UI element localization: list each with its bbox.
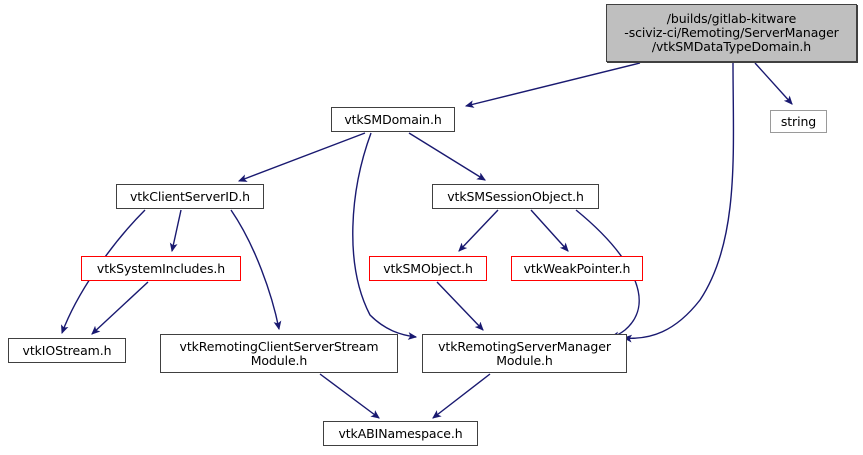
graph-edge-csstreammodule-to-abinamespace — [319, 373, 380, 419]
graph-edge-systemincludes-to-iostream — [91, 281, 149, 335]
graph-edge-smdomain-to-clientserverid — [237, 132, 366, 182]
graph-edge-clientserverid-to-systemincludes — [169, 209, 182, 253]
graph-edge-smdomain-to-smsessionobject — [408, 132, 486, 181]
graph-edge-root-to-smdomain — [464, 62, 641, 108]
graph-node-iostream[interactable]: vtkIOStream.h — [8, 338, 126, 363]
graph-edge-smdomain-to-smmodule — [352, 132, 418, 340]
graph-node-string[interactable]: string — [770, 110, 827, 133]
graph-edge-smsessionobject-to-weakpointer — [530, 209, 569, 252]
graph-node-weakpointer[interactable]: vtkWeakPointer.h — [511, 256, 643, 281]
graph-node-clientserverid[interactable]: vtkClientServerID.h — [116, 184, 264, 209]
graph-edge-root-to-smmodule — [622, 62, 735, 343]
graph-node-systemincludes[interactable]: vtkSystemIncludes.h — [81, 256, 241, 281]
graph-edge-smsessionobject-to-smobject — [458, 209, 499, 252]
graph-edge-smmodule-to-abinamespace — [432, 373, 491, 419]
graph-edge-smobject-to-smmodule — [436, 281, 484, 331]
graph-node-csstreammodule[interactable]: vtkRemotingClientServerStream Module.h — [160, 334, 398, 373]
graph-node-abinamespace[interactable]: vtkABINamespace.h — [323, 421, 478, 446]
graph-node-smobject[interactable]: vtkSMObject.h — [369, 256, 487, 281]
graph-node-root[interactable]: /builds/gitlab-kitware -sciviz-ci/Remoti… — [606, 4, 857, 62]
graph-node-smdomain[interactable]: vtkSMDomain.h — [331, 107, 455, 132]
graph-edge-root-to-string — [754, 62, 793, 105]
graph-node-smmodule[interactable]: vtkRemotingServerManager Module.h — [422, 334, 627, 373]
graph-node-smsessionobject[interactable]: vtkSMSessionObject.h — [432, 184, 599, 209]
